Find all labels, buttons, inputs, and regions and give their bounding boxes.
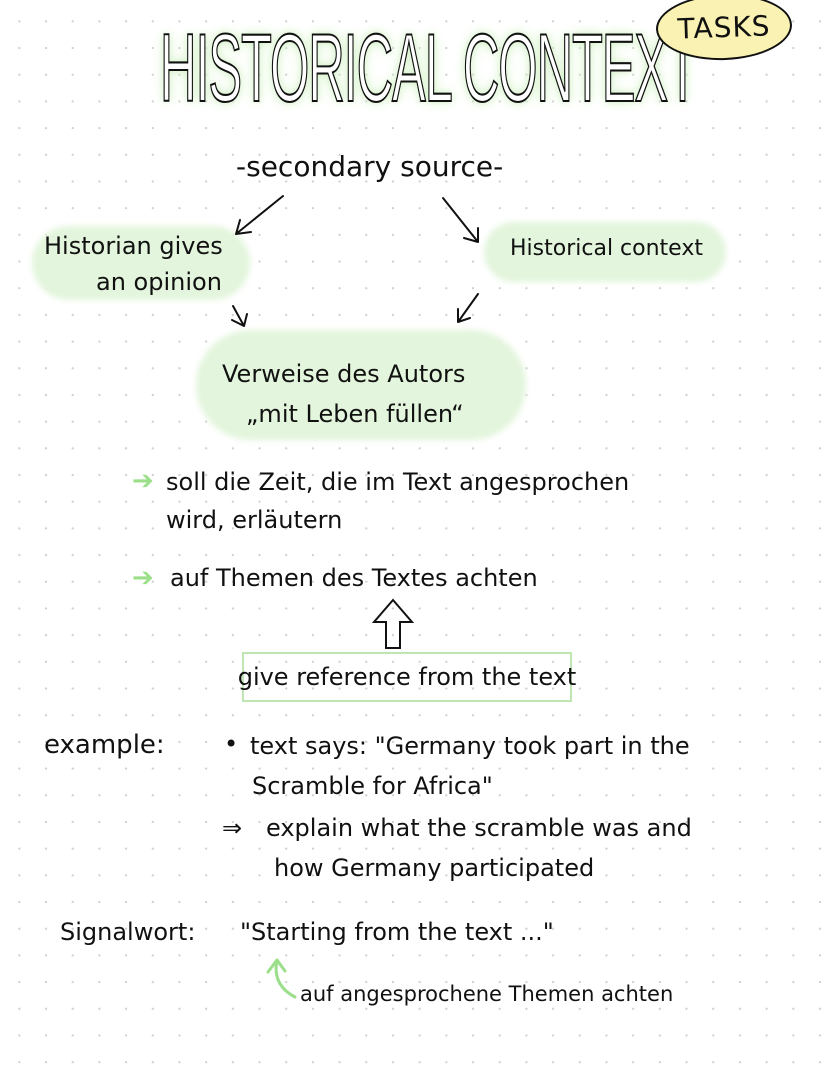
signalwort-note: auf angesprochene Themen achten (300, 982, 674, 1006)
arrow-right-down (457, 293, 479, 323)
signalwort-label: Signalwort: (60, 918, 196, 946)
left-branch-line1: Historian gives (44, 232, 223, 260)
example-bullet-line2: Scramble for Africa" (252, 772, 493, 800)
highlight-center (196, 330, 526, 440)
green-curved-arrow (266, 958, 297, 999)
green-arrow-icon: ➔ (132, 563, 154, 593)
implies-arrow-icon: ⇒ (222, 814, 243, 842)
arrow-to-right (442, 197, 479, 243)
point-1-line1: soll die Zeit, die im Text angesprochen (166, 468, 630, 496)
example-label: example: (44, 730, 165, 760)
example-result-line2: how Germany participated (274, 854, 595, 882)
page-title: HISTORICAL CONTEXT (159, 14, 698, 123)
source-label: -secondary source- (236, 150, 504, 183)
green-arrow-icon: ➔ (132, 466, 154, 496)
highlight-left (32, 226, 250, 300)
signalwort-phrase: "Starting from the text ..." (240, 918, 554, 946)
center-line1: Verweise des Autors (222, 360, 466, 388)
point-1-line2: wird, erläutern (166, 506, 343, 534)
point-2: auf Themen des Textes achten (170, 564, 538, 592)
highlight-right (484, 222, 726, 282)
bullet-dot: • (224, 730, 239, 758)
hollow-up-arrow (371, 598, 415, 649)
example-result-line1: explain what the scramble was and (266, 814, 692, 842)
example-bullet-line1: text says: "Germany took part in the (250, 732, 690, 760)
center-line2: „mit Leben füllen“ (246, 400, 464, 428)
right-branch: Historical context (510, 236, 703, 261)
reference-box: give reference from the text (238, 652, 576, 702)
arrow-to-left (235, 195, 284, 235)
arrow-left-down (231, 305, 248, 327)
left-branch-line2: an opinion (96, 268, 222, 296)
